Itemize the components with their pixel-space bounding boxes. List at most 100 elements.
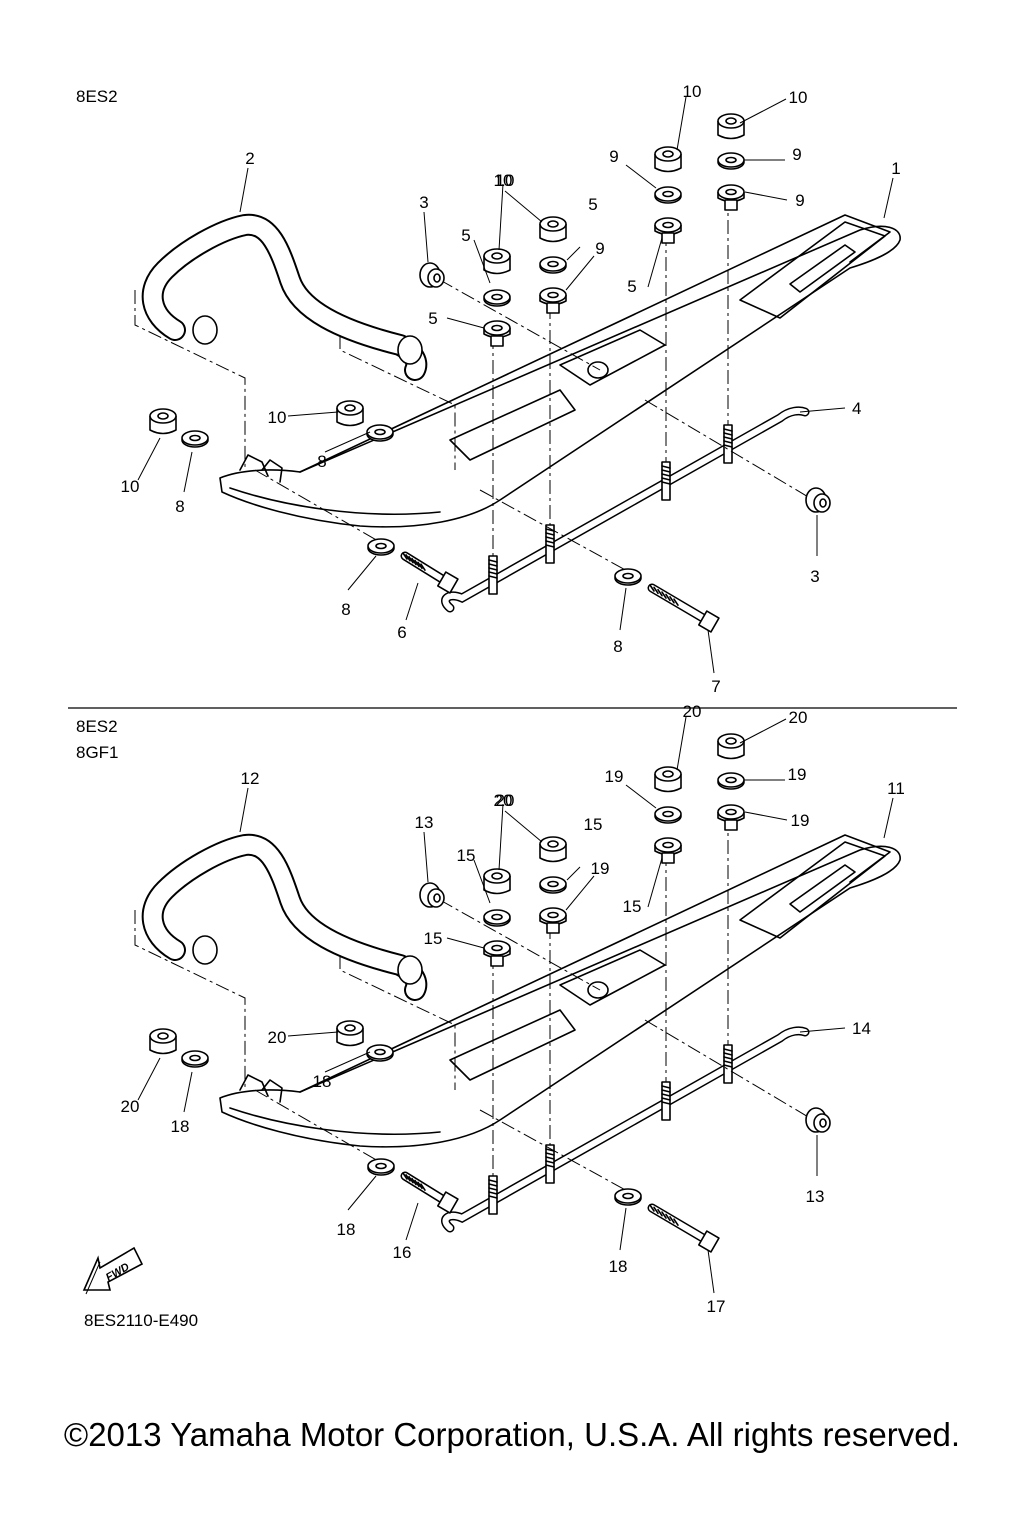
callout-number: 10 [494,171,513,190]
callout-number: 13 [806,1187,825,1206]
callout-leader [707,1249,715,1294]
callout-number: 2 [245,149,254,168]
runner-stud-icon [723,424,733,464]
callout-leader [405,582,419,621]
copyright-notice: ©2013 Yamaha Motor Corporation, U.S.A. A… [63,1416,961,1453]
callout-number: 20 [121,1097,140,1116]
centerline [644,1019,811,1119]
ski-spindle-pocket [559,949,666,1006]
callout-leader [565,255,595,291]
callout-number: 15 [584,815,603,834]
callout-number: 8 [613,637,622,656]
ski-rear-bracket [239,454,269,477]
washer-icon [717,152,745,170]
callout-number: 14 [852,1019,871,1038]
washer-icon [181,1050,209,1068]
callout-number: 18 [337,1220,356,1239]
washer-icon [614,568,642,586]
ski-rear-bracket-2 [261,1079,283,1103]
ski-rear-bracket-2 [261,459,283,483]
diagram-code: 8ES2110-E490 [84,1311,199,1330]
callout-number: 8 [175,497,184,516]
callout-number: 20 [496,791,515,810]
callout-number: 7 [711,677,720,696]
callout-leader [347,555,377,591]
washer-icon [614,1188,642,1206]
runner-stud-icon [661,1081,671,1121]
callout-leader [676,96,687,151]
ski-tip-panel [739,841,886,939]
callout-leader [239,167,249,213]
callout-number: 15 [424,929,443,948]
runner-stud-icon [661,461,671,501]
callout-number: 10 [683,82,702,101]
callout-leader [498,803,504,871]
callout-leader [446,937,485,949]
callout-number: 5 [461,226,470,245]
fwd-arrow-icon: FWD [82,1246,144,1295]
nut-icon [483,248,511,275]
callout-number: 15 [623,897,642,916]
callout-number: 19 [591,859,610,878]
washer-icon [717,772,745,790]
callout-leader [566,246,581,261]
handle-end-right [397,335,423,365]
runner-body [442,1027,808,1231]
callout-leader [566,866,581,881]
washer-icon [181,430,209,448]
callout-number: 5 [588,195,597,214]
callout-number: 17 [707,1297,726,1316]
callout-number: 4 [852,399,861,418]
runner-stud-icon [545,524,555,564]
callout-number: 15 [457,846,476,865]
nut-icon [654,766,682,793]
nut-icon [483,868,511,895]
callout-leader [625,164,657,189]
callout-number: 18 [609,1257,628,1276]
ski-rear-pocket [449,1009,576,1081]
callout-leader [183,451,193,493]
ski-body [219,225,901,528]
washer-icon [654,186,682,204]
centerline [439,279,601,371]
bolt-icon [647,1203,720,1253]
callout-leader [739,718,787,744]
runner-stud-icon [545,1144,555,1184]
bushing-icon [805,1107,831,1133]
callout-leader [137,437,161,481]
spacer-icon [654,837,682,864]
ski-rear-bracket [239,1074,269,1097]
bolt-icon [400,551,459,594]
nut-icon [149,408,177,435]
callout-number: 18 [313,1072,332,1091]
callout-leader [347,1175,377,1211]
washer-icon [367,538,395,556]
ski-tip-slot [789,244,856,293]
callout-leader [423,211,429,263]
callout-number: 10 [496,171,515,190]
callout-number: 1 [891,159,900,178]
washer-icon [367,1158,395,1176]
callout-number: 8 [317,452,326,471]
spindle-hole [587,981,609,999]
callout-leader [498,183,504,251]
callout-leader [744,811,788,821]
callout-leader [707,629,715,674]
callout-number: 20 [494,791,513,810]
callout-number: 11 [887,779,905,798]
ski-tip-panel [739,221,886,319]
callout-leader [619,587,627,631]
callout-leader [473,239,491,284]
callout-leader [883,177,894,219]
callout-number: 19 [788,765,807,784]
nut-icon [336,400,364,427]
washer-icon [366,1044,394,1062]
centerline [134,290,246,470]
callout-leader [565,875,595,911]
callout-number: 3 [419,193,428,212]
callout-leader [287,1031,339,1037]
callout-number: 6 [397,623,406,642]
bolt-icon [400,1171,459,1214]
